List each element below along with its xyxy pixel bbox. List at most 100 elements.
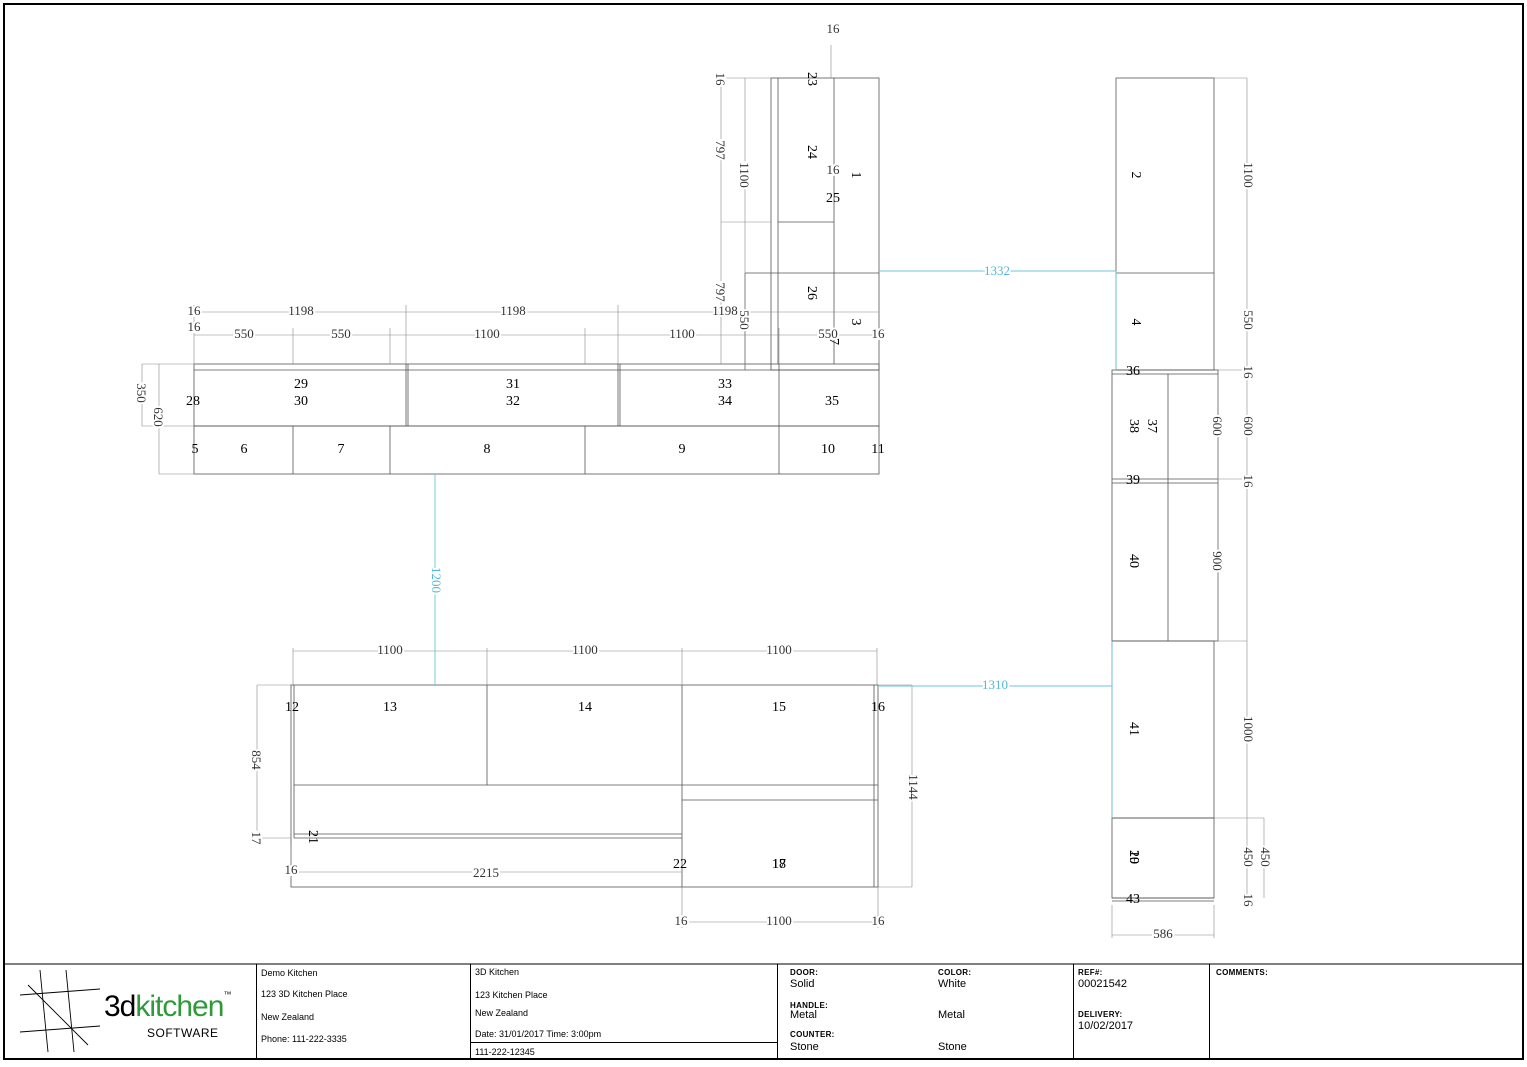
company-phone: 111-222-12345 <box>475 1047 535 1057</box>
dimension-label: 900 <box>1210 551 1225 571</box>
item-number-label: 22 <box>673 857 687 872</box>
item-number-label: 15 <box>772 700 786 715</box>
clearance-label: 1310 <box>982 677 1008 692</box>
item-number-label: 3 <box>848 319 863 326</box>
item-number-label: 28 <box>186 394 200 409</box>
item-number-label: 10 <box>821 442 835 457</box>
item-number-label: 17 <box>772 857 786 872</box>
dimension-label: 16 <box>188 319 202 334</box>
comments-cell: COMMENTS: <box>1209 964 1523 1060</box>
item-number-label: 5 <box>192 442 199 457</box>
order-datetime: Date: 31/01/2017 Time: 3:00pm <box>475 1029 602 1039</box>
item-number-label: 33 <box>718 377 732 392</box>
dimension-label: 16 <box>713 73 728 87</box>
dimension-label: 450 <box>1241 847 1256 867</box>
handle-label: HANDLE: <box>790 1001 829 1010</box>
item-number-label: 11 <box>871 442 884 457</box>
item-number-label: 12 <box>285 700 299 715</box>
dimension-label: 854 <box>249 750 264 770</box>
dimension-label: 1100 <box>669 326 695 341</box>
item-number-label: 1 <box>848 172 863 179</box>
item-number-label: 40 <box>1126 554 1141 568</box>
dimension-label: 1144 <box>906 774 921 800</box>
item-number-label: 43 <box>1126 892 1140 907</box>
door-value: Solid <box>790 978 815 990</box>
item-number-label: 24 <box>804 145 819 159</box>
item-number-label: 23 <box>804 72 819 86</box>
company-country: New Zealand <box>475 1008 529 1018</box>
dimension-label: 16 <box>285 862 299 877</box>
dimension-label: 1100 <box>377 642 403 657</box>
specs-cell: DOOR: Solid COLOR: White HANDLE: Metal M… <box>777 964 1074 1060</box>
client-phone: Phone: 111-222-3335 <box>261 1034 347 1044</box>
brand-logo-kitchen: kitchen <box>135 990 224 1023</box>
item-number-label: 41 <box>1126 722 1141 736</box>
item-number-label: 20 <box>1126 850 1141 864</box>
dimension-label: 1100 <box>1241 162 1256 188</box>
dimension-label: 1198 <box>712 303 738 318</box>
item-number-label: 7 <box>338 442 345 457</box>
brand-logo-text: 3dkitchen™ <box>104 990 231 1023</box>
ref-label: REF#: <box>1078 968 1103 977</box>
cabinet-outlines <box>193 77 1219 902</box>
item-number-label: 31 <box>506 377 520 392</box>
dimension-label: 586 <box>1153 926 1173 941</box>
dimension-label: 550 <box>737 310 752 330</box>
ref-value: 00021542 <box>1078 978 1127 990</box>
item-number-label: 13 <box>383 700 397 715</box>
dimension-label: 16 <box>827 162 841 177</box>
item-number-label: 27 <box>826 331 841 345</box>
item-number-label: 14 <box>578 700 592 715</box>
dimension-label: 17 <box>249 832 264 846</box>
handle-color-value: Metal <box>938 1009 965 1021</box>
item-number-label: 39 <box>1126 473 1140 488</box>
dimension-label: 16 <box>827 21 841 36</box>
dimension-label: 1198 <box>500 303 526 318</box>
client-name: Demo Kitchen <box>261 968 318 978</box>
counter-value: Stone <box>790 1041 819 1053</box>
dimension-label: 1100 <box>766 913 792 928</box>
counter-color-value: Stone <box>938 1041 967 1053</box>
trademark-mark: ™ <box>223 990 231 999</box>
dimension-label: 797 <box>713 282 728 302</box>
dimension-label: 1100 <box>474 326 500 341</box>
item-number-label: 37 <box>1144 419 1159 433</box>
logo-cell: 3dkitchen™ SOFTWARE <box>4 964 256 1060</box>
item-number-label: 19 <box>1126 850 1141 864</box>
dimension-label: 16 <box>675 913 689 928</box>
item-number-label: 4 <box>1128 319 1143 326</box>
dimension-label: 1100 <box>737 162 752 188</box>
dimension-label: 16 <box>872 326 886 341</box>
client-address: 123 3D Kitchen Place <box>261 989 348 999</box>
clearance-label: 1200 <box>429 567 444 593</box>
dimension-label: 620 <box>151 407 166 427</box>
door-label: DOOR: <box>790 968 819 977</box>
delivery-value: 10/02/2017 <box>1078 1020 1134 1032</box>
company-name: 3D Kitchen <box>475 967 520 977</box>
reference-cell: REF#: 00021542 DELIVERY: 10/02/2017 <box>1073 964 1210 1060</box>
delivery-label: DELIVERY: <box>1078 1010 1123 1019</box>
clearance-lines <box>434 270 1117 818</box>
sheet-border <box>3 3 1524 1060</box>
item-number-label: 8 <box>484 442 491 457</box>
item-number-label: 26 <box>804 286 819 300</box>
dimension-label: 550 <box>1241 310 1256 330</box>
item-number-label: 35 <box>825 394 839 409</box>
logo-mark-icon <box>19 969 101 1053</box>
dimension-label: 550 <box>331 326 351 341</box>
item-number-label: 6 <box>241 442 248 457</box>
item-number-label: 34 <box>718 394 732 409</box>
dimension-lines <box>141 45 1265 938</box>
counter-label: COUNTER: <box>790 1030 835 1039</box>
company-address: 123 Kitchen Place <box>475 990 548 1000</box>
item-number-label: 21 <box>305 830 320 844</box>
dimension-label: 16 <box>1241 475 1256 489</box>
company-divider <box>471 1042 778 1043</box>
client-cell: Demo Kitchen 123 3D Kitchen Place New Ze… <box>256 964 471 1060</box>
dimension-label: 600 <box>1210 416 1225 436</box>
item-number-label: 16 <box>871 700 885 715</box>
